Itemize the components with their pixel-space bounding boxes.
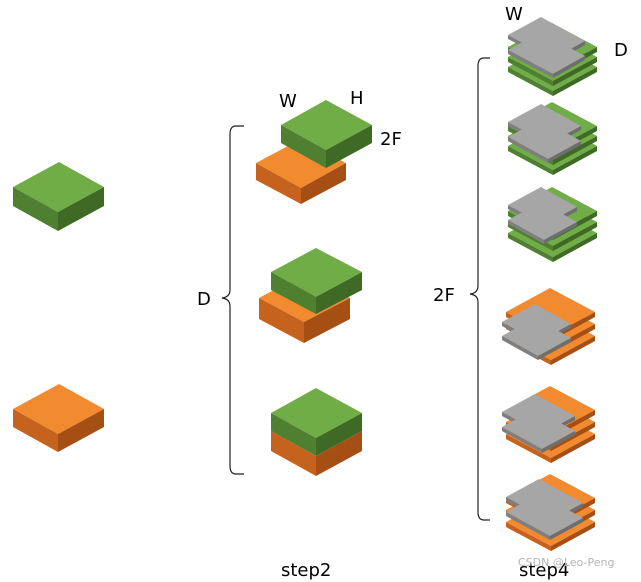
step4-d-label: D xyxy=(614,40,628,61)
watermark: CSDN @Leo-Peng xyxy=(518,556,614,569)
step4-orange-stack-3 xyxy=(506,474,595,551)
step4-green-stack-3 xyxy=(508,187,597,262)
step2-h-label: H xyxy=(350,88,364,109)
step2-brace xyxy=(221,125,244,475)
step4-green-stack-1 xyxy=(508,17,597,96)
step2-pair-1 xyxy=(256,100,372,204)
step4-2f-label: 2F xyxy=(433,285,455,306)
step1-orange-block xyxy=(13,384,104,452)
step2-pair-3 xyxy=(271,388,362,476)
step4-orange-stack-2 xyxy=(502,386,595,463)
step4-caption: step4 xyxy=(519,560,569,581)
step4-brace xyxy=(469,57,490,521)
step2-w-label: W xyxy=(279,91,297,112)
step2-d-label: D xyxy=(197,289,211,310)
step4-orange-stack-1 xyxy=(502,288,595,365)
step4-green-stack-2 xyxy=(508,102,597,175)
step2-caption: step2 xyxy=(281,560,331,581)
step1-green-block xyxy=(13,162,104,231)
step4-w-label: W xyxy=(505,4,523,25)
step2-pair-2 xyxy=(259,248,362,343)
step2-2f-label: 2F xyxy=(380,129,402,150)
